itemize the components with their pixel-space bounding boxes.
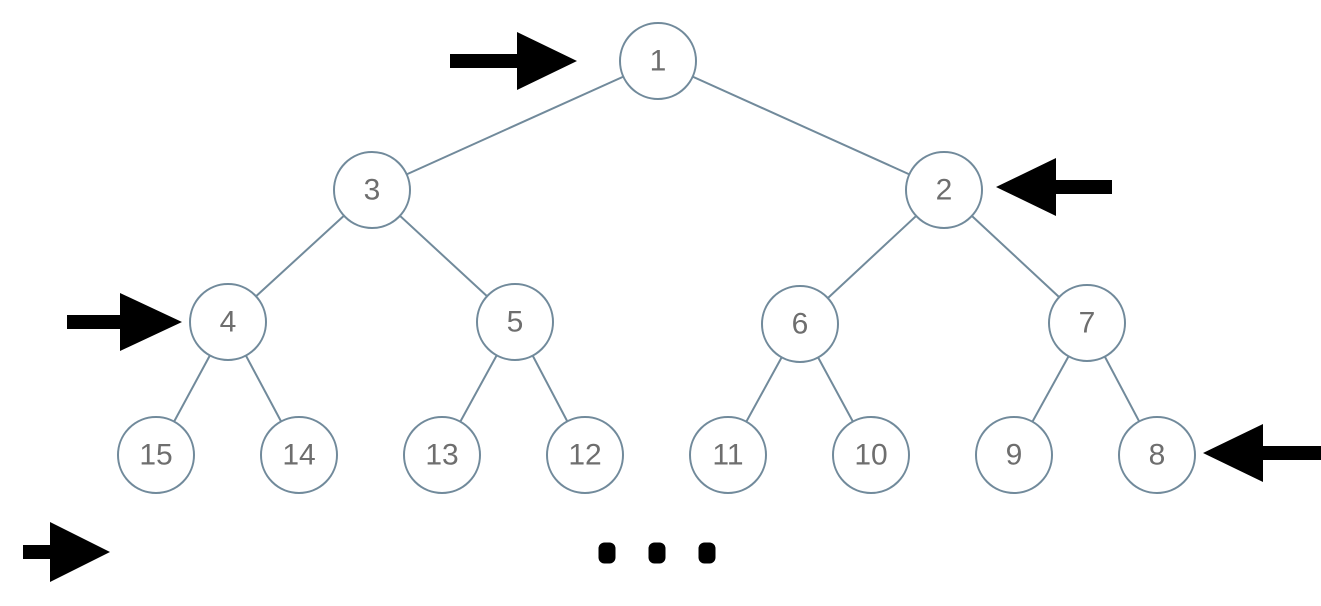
tree-node-circle-12 — [546, 416, 624, 494]
level-2-direction-arrow — [996, 158, 1112, 216]
tree-node-label-10: 10 — [854, 439, 887, 472]
tree-node-label-6: 6 — [792, 308, 809, 341]
tree-node-6: 6 — [761, 285, 839, 363]
tree-node-1: 1 — [619, 22, 697, 100]
next-level-direction-arrow — [23, 522, 110, 582]
tree-node-circle-9 — [975, 416, 1053, 494]
tree-node-14: 14 — [260, 416, 338, 494]
tree-node-label-12: 12 — [568, 439, 601, 472]
traversal-arrows — [23, 32, 1321, 582]
tree-node-15: 15 — [117, 416, 195, 494]
level-4-direction-arrow — [1203, 424, 1321, 482]
tree-node-circle-2 — [905, 151, 983, 229]
tree-node-3: 3 — [333, 151, 411, 229]
tree-node-circle-10 — [832, 416, 910, 494]
ellipsis-dot-3 — [698, 542, 716, 564]
tree-node-11: 11 — [689, 416, 767, 494]
tree-node-circle-6 — [761, 285, 839, 363]
tree-node-label-1: 1 — [650, 45, 667, 78]
tree-node-label-4: 4 — [220, 306, 237, 339]
tree-node-label-7: 7 — [1079, 307, 1096, 340]
tree-node-circle-4 — [189, 283, 267, 361]
level-1-direction-arrow — [450, 32, 577, 90]
tree-edge-1-2 — [657, 60, 945, 191]
tree-node-12: 12 — [546, 416, 624, 494]
tree-node-label-2: 2 — [936, 174, 953, 207]
tree-node-label-8: 8 — [1149, 439, 1166, 472]
tree-edge-1-3 — [371, 60, 659, 191]
tree-node-circle-8 — [1118, 416, 1196, 494]
tree-node-label-15: 15 — [139, 439, 172, 472]
level-3-direction-arrow — [67, 293, 182, 351]
tree-node-5: 5 — [476, 283, 554, 361]
tree-node-label-11: 11 — [712, 439, 743, 472]
tree-node-10: 10 — [832, 416, 910, 494]
tree-node-label-3: 3 — [364, 174, 381, 207]
tree-node-circle-15 — [117, 416, 195, 494]
tree-node-circle-3 — [333, 151, 411, 229]
tree-node-label-14: 14 — [282, 439, 315, 472]
tree-node-label-13: 13 — [425, 439, 458, 472]
tree-node-circle-11 — [689, 416, 767, 494]
tree-node-circle-13 — [403, 416, 481, 494]
ellipsis-dot-2 — [648, 542, 666, 564]
tree-node-7: 7 — [1048, 284, 1126, 362]
tree-node-label-9: 9 — [1006, 439, 1023, 472]
ellipsis-dot-1 — [598, 542, 616, 564]
tree-node-2: 2 — [905, 151, 983, 229]
tree-node-13: 13 — [403, 416, 481, 494]
tree-node-label-5: 5 — [507, 306, 524, 339]
tree-node-4: 4 — [189, 283, 267, 361]
tree-node-circle-1 — [619, 22, 697, 100]
tree-node-circle-14 — [260, 416, 338, 494]
tree-node-circle-5 — [476, 283, 554, 361]
more-levels-ellipsis — [598, 542, 716, 564]
tree-edges — [155, 60, 1158, 456]
tree-node-8: 8 — [1118, 416, 1196, 494]
tree-node-9: 9 — [975, 416, 1053, 494]
tree-node-circle-7 — [1048, 284, 1126, 362]
